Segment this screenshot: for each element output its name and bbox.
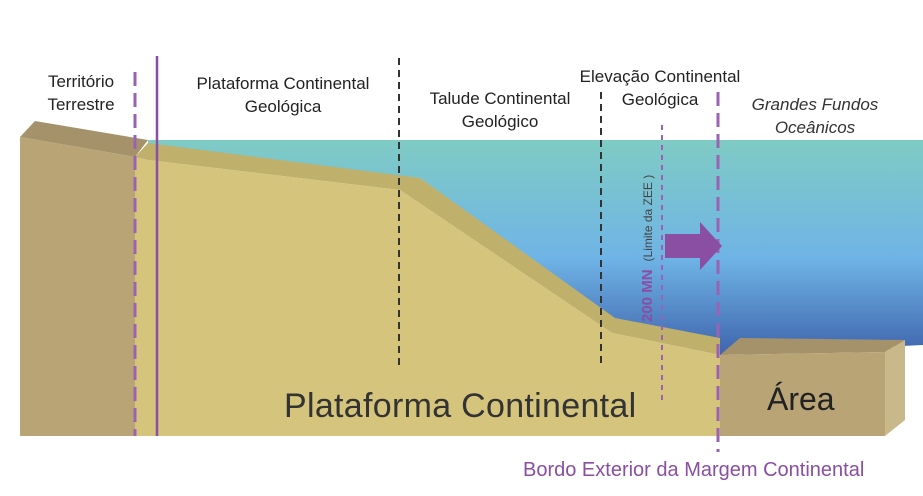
label-elevacao-geologica: Elevação Continental Geológica [579, 67, 741, 109]
label-bordo-exterior: Bordo Exterior da Margem Continental [523, 459, 865, 481]
land-top [20, 121, 148, 157]
label-limite-zee: (Limite da ZEE ) [641, 174, 655, 262]
sediment-top [135, 143, 720, 355]
label-grandes-fundos: Grandes Fundos Oceânicos [751, 95, 879, 137]
extension-arrow-icon [665, 222, 722, 270]
label-plataforma-geologica: Plataforma Continental Geológica [196, 74, 370, 116]
label-area: Área [767, 381, 835, 417]
label-200-mn-value: 200 MN [639, 269, 656, 322]
label-territorio-terrestre: Território Terrestre [47, 72, 115, 114]
ocean-floor-side [885, 340, 905, 436]
ocean-floor-top [720, 338, 905, 355]
continental-sediment [135, 157, 720, 436]
ocean [148, 140, 923, 355]
ocean-floor-block [720, 352, 885, 436]
land-block [20, 137, 135, 436]
label-plataforma-continental: Plataforma Continental [284, 387, 637, 425]
label-talude-geologico: Talude Continental Geológico [429, 89, 571, 131]
label-200-mn: 200 MN (Limite da ZEE ) [639, 174, 656, 322]
